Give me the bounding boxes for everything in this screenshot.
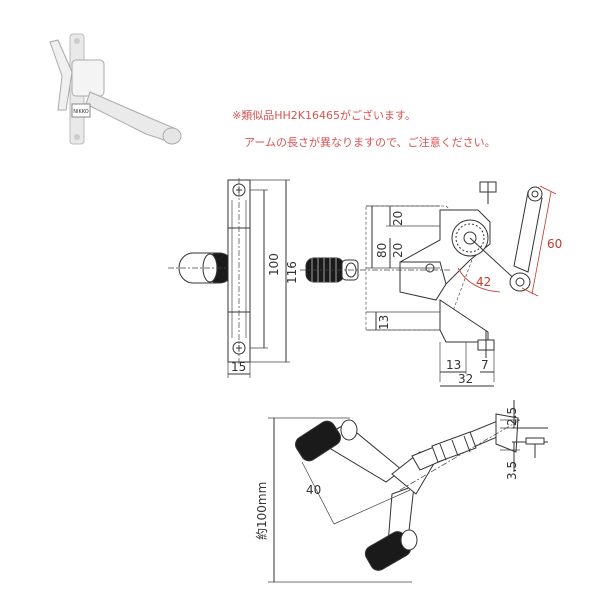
product-photo: NIKKO bbox=[49, 33, 182, 145]
dim-13-vertical: 13 bbox=[377, 315, 391, 330]
dim-3-5: 3.5 bbox=[505, 461, 519, 480]
dim-7: 7 bbox=[481, 358, 489, 372]
arm-length-warning: アームの長さが異なりますので、ご注意ください。 bbox=[244, 136, 496, 149]
side-shaft-housing bbox=[399, 261, 447, 301]
dim-approx-100mm: 約100mm bbox=[254, 482, 269, 540]
dim-42: 42 bbox=[476, 275, 491, 289]
dim-20b: 20 bbox=[391, 243, 405, 258]
photo-arm bbox=[85, 91, 175, 143]
dim-20a: 20 bbox=[391, 211, 405, 226]
side-body-lower bbox=[439, 299, 489, 343]
front-view-base-plate bbox=[227, 178, 251, 366]
dim-32: 32 bbox=[458, 372, 473, 386]
side-view-dimensions: 80 20 20 13 13 7 32 60 42 bbox=[366, 185, 562, 387]
photo-folded-handle bbox=[49, 39, 73, 111]
bottom-view bbox=[295, 413, 548, 571]
front-view-dimensions: 100 116 15 bbox=[227, 179, 299, 378]
dim-40: 40 bbox=[306, 483, 321, 497]
photo-body bbox=[71, 59, 105, 97]
upper-knob-grip bbox=[295, 420, 341, 462]
photo-knob bbox=[162, 127, 182, 145]
front-view-knob bbox=[168, 252, 250, 284]
dim-2-5: 2.5 bbox=[505, 407, 519, 426]
dim-100: 100 bbox=[267, 253, 281, 276]
bottom-view-dimensions: 約100mm 40 2.5 3.5 bbox=[254, 400, 520, 583]
dim-13-horizontal: 13 bbox=[446, 358, 461, 372]
photo-brand-label bbox=[71, 103, 91, 118]
dim-116: 116 bbox=[285, 261, 299, 284]
brand-mark: NIKKO bbox=[73, 109, 88, 115]
side-view bbox=[300, 181, 543, 358]
similar-product-note: ※類似品HH2K16465がございます。 bbox=[232, 109, 416, 122]
crank-arm bbox=[513, 191, 543, 273]
dim-80: 80 bbox=[375, 243, 389, 258]
dim-60: 60 bbox=[547, 237, 562, 251]
dim-15: 15 bbox=[231, 360, 246, 374]
